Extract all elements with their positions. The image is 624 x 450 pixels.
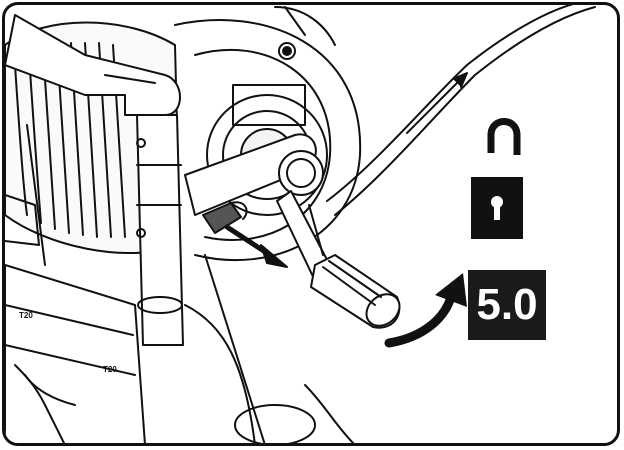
t20-label-upper: T20 <box>19 311 33 320</box>
reel-side-disc <box>174 19 362 262</box>
t20-label-lower: T20 <box>103 365 117 374</box>
open-padlock-icon <box>471 118 523 239</box>
hose-line-edge <box>326 5 574 202</box>
lock-lever <box>202 201 248 234</box>
hose-line <box>334 6 596 216</box>
frame-post <box>136 114 184 346</box>
hose-reel-illustration <box>5 5 596 443</box>
crank-knob <box>310 254 401 329</box>
thin-direction-arrow-icon <box>406 72 468 134</box>
step-number-text: 5.0 <box>476 280 538 329</box>
curved-rotate-arrow-icon <box>384 273 467 348</box>
frame-handle <box>5 6 336 116</box>
illustration-frame: T20 T20 5.0 <box>2 2 620 446</box>
machine-body <box>5 124 355 443</box>
step-number-badge: 5.0 <box>468 270 546 340</box>
straight-pull-arrow-icon <box>224 224 288 268</box>
